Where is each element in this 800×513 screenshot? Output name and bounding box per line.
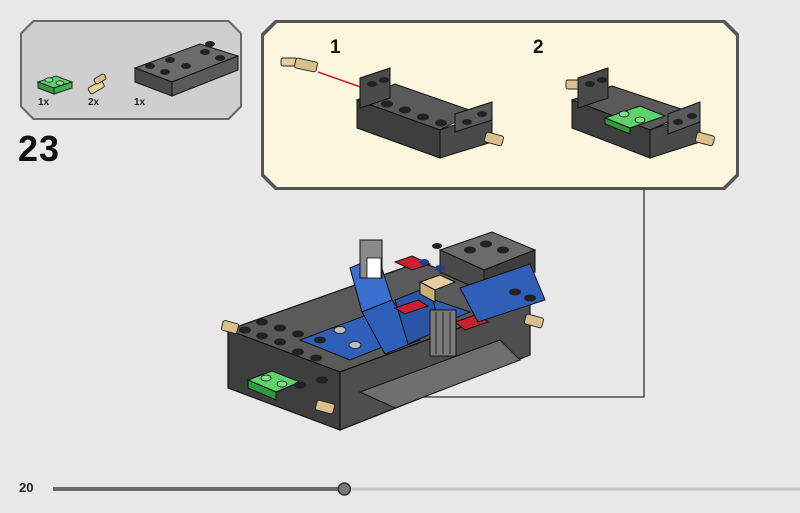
page-number: 20 [19, 480, 34, 495]
part-qty-plate: 1x [38, 97, 50, 108]
main-model [220, 231, 546, 431]
part-qty-brick: 1x [134, 97, 146, 108]
substep2-assembly [565, 67, 715, 159]
part-qty-pin: 2x [88, 97, 100, 108]
substep-label-2: 2 [533, 37, 544, 58]
step-number: 23 [18, 128, 61, 169]
dark-gray-brick-part [133, 41, 240, 97]
callout-connector-line [355, 188, 645, 398]
substep1-brick [355, 67, 504, 159]
substep-label-1: 1 [330, 37, 341, 58]
green-plate-part [36, 75, 74, 95]
substep1-pin [280, 57, 318, 73]
tan-pin-part [87, 73, 107, 95]
page-progress-bar [53, 482, 800, 496]
